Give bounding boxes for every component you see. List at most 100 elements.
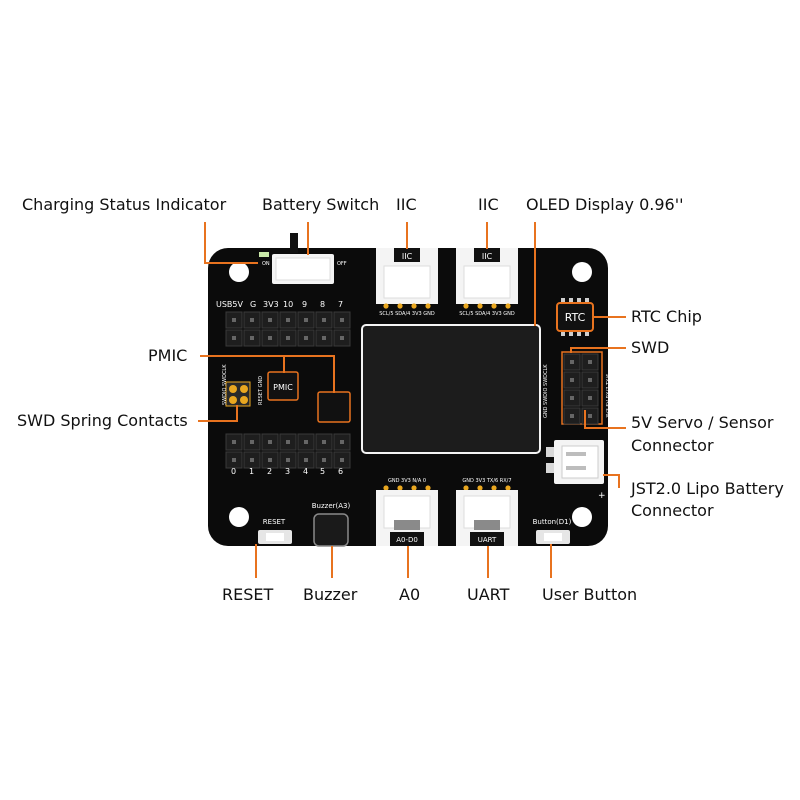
swd-header-pin-center (588, 396, 592, 400)
buzzer-component (313, 513, 349, 547)
top-header-pin-center (304, 336, 308, 340)
iic-connector-right[interactable] (456, 248, 518, 309)
bottom-header-pins (225, 433, 351, 469)
callout-servo-sensor-line1: 5V Servo / Sensor (631, 413, 774, 432)
jst-plus-label: + (598, 491, 606, 501)
top-header-pin-center (232, 318, 236, 322)
a0-connector[interactable] (376, 485, 438, 546)
bottom-header-pin-center (232, 440, 236, 444)
callout-rtc-chip: RTC Chip (631, 307, 702, 326)
bottom-header-label-5: 5 (320, 467, 325, 476)
bottom-header-label-3: 3 (285, 467, 290, 476)
leader-iic-left (406, 222, 408, 249)
led-on-label: ON (262, 261, 270, 267)
bottom-header-pin-center (250, 440, 254, 444)
callout-user-button: User Button (542, 585, 638, 604)
leader-servo-v (584, 410, 586, 428)
iic-connector-left[interactable] (376, 248, 438, 309)
bottom-header-label-2: 2 (267, 467, 272, 476)
leader-charging (204, 222, 206, 264)
top-header-pin-center (268, 336, 272, 340)
swd-header-right-labels: 3V3 5V RX/7 TX/6 (606, 374, 612, 418)
swd-header-pin-center (588, 378, 592, 382)
callout-iic-right: IIC (478, 195, 499, 214)
jst-battery-connector[interactable] (546, 440, 604, 484)
leader-a0 (407, 546, 409, 578)
callout-battery-switch: Battery Switch (262, 195, 380, 214)
swd-header (561, 351, 603, 425)
leader-pmic-v2 (333, 355, 335, 393)
a0-board-label: A0-D0 (396, 536, 418, 544)
leader-battery-switch (307, 222, 309, 255)
iic-right-pin-labels: SCL/5 SDA/4 3V3 GND (459, 311, 515, 317)
swd-header-left-labels: GND SWDIO SWDCLK (543, 364, 549, 418)
top-header-label-2: 3V3 (263, 300, 279, 309)
iic-left-board-label: IIC (402, 252, 413, 261)
callout-swd-spring-contacts: SWD Spring Contacts (17, 411, 188, 430)
bottom-header-pin-center (340, 458, 344, 462)
leader-pmic-v (283, 355, 285, 373)
leader-pmic-h (200, 355, 335, 357)
top-header-pin-center (286, 336, 290, 340)
uart-board-label: UART (478, 536, 497, 544)
uart-connector[interactable] (456, 485, 518, 546)
callout-charging-status-indicator: Charging Status Indicator (22, 195, 227, 214)
swd-header-pin-center (570, 360, 574, 364)
callout-uart: UART (467, 585, 510, 604)
top-header-pin-center (322, 336, 326, 340)
top-header-label-6: 7 (338, 300, 343, 309)
buzzer-board-label: Buzzer(A3) (312, 502, 351, 510)
mounting-holes (229, 262, 592, 527)
leader-jst-h (603, 474, 620, 476)
power-chip (317, 391, 351, 423)
leader-iic-right (486, 222, 488, 249)
user-button-board-label: Button(D1) (533, 518, 572, 526)
iic-left-pin-labels: SCL/5 SDA/4 3V3 GND (379, 311, 435, 317)
charging-led (259, 252, 269, 257)
bottom-header-label-0: 0 (231, 467, 236, 476)
battery-switch[interactable] (272, 233, 334, 284)
bottom-header-pin-center (304, 440, 308, 444)
callout-servo-sensor-line2: Connector (631, 436, 714, 455)
callout-swd: SWD (631, 338, 670, 357)
uart-pin-labels: GND 3V3 TX/6 RX/7 (462, 478, 511, 484)
leader-swd-v (570, 347, 572, 353)
swd-header-pin-center (570, 396, 574, 400)
bottom-header-pin-center (322, 440, 326, 444)
swd-pads-left-label: SWDIO SWDCLK (222, 364, 228, 405)
bottom-header-pin-center (286, 440, 290, 444)
leader-swd-h (570, 347, 626, 349)
leader-oled (534, 222, 536, 326)
swd-header-pin-center (588, 414, 592, 418)
user-button[interactable] (536, 530, 570, 544)
swd-spring-pads (225, 381, 251, 407)
callout-a0: A0 (399, 585, 421, 604)
rtc-chip (556, 298, 594, 336)
top-header-label-3: 10 (283, 300, 293, 309)
callout-iic-left: IIC (396, 195, 417, 214)
leader-reset (255, 544, 257, 578)
bottom-header-pin-center (232, 458, 236, 462)
bottom-header-label-4: 4 (303, 467, 308, 476)
bottom-header-label-1: 1 (249, 467, 254, 476)
bottom-header-pin-center (268, 458, 272, 462)
reset-button[interactable] (258, 530, 292, 544)
callout-pmic: PMIC (148, 346, 188, 365)
leader-uart (487, 546, 489, 578)
callout-jst-line1: JST2.0 Lipo Battery (631, 479, 784, 498)
bottom-header-pin-center (304, 458, 308, 462)
swd-header-pin-center (570, 378, 574, 382)
swd-pads-right-label: RESET GND (258, 376, 264, 405)
leader-user-button (550, 544, 552, 578)
leader-charging-h (204, 262, 258, 264)
leader-swd-pads-v (236, 405, 238, 422)
top-header-pin-center (340, 336, 344, 340)
bottom-header-pin-center (286, 458, 290, 462)
top-header-pin-center (268, 318, 272, 322)
callout-oled-display: OLED Display 0.96'' (526, 195, 684, 214)
a0-pin-labels: GND 3V3 N/A 0 (388, 478, 426, 484)
leader-servo-h (584, 427, 626, 429)
callout-reset: RESET (222, 585, 274, 604)
callout-buzzer: Buzzer (303, 585, 358, 604)
